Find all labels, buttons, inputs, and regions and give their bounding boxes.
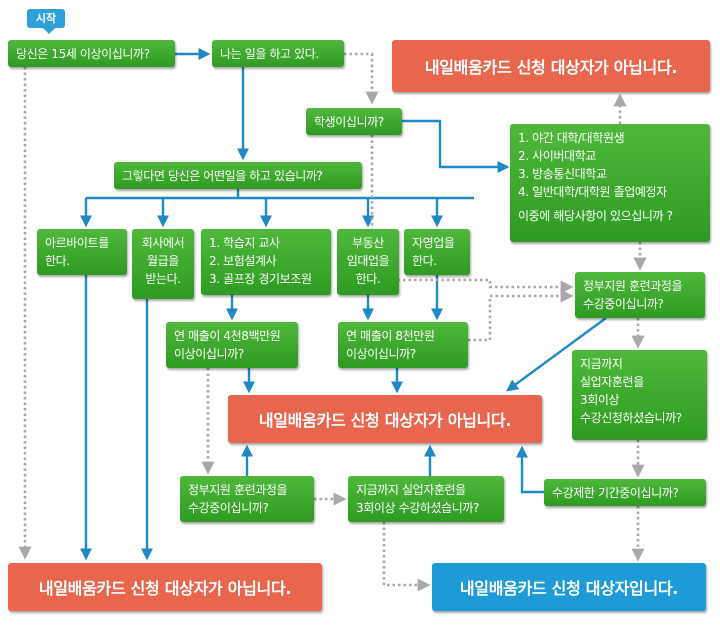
node-text-line: 2. 사이버대학교 [518,149,596,163]
result-not-eligible-bottom: 내일배움카드 신청 대상자가 아닙니다. [8,563,322,611]
arrow-student-to-trainright [370,135,574,294]
node-text-line: 연 매출이 8천만원 [346,329,435,343]
arrow-working-to-student [344,52,379,105]
statement-currently-working: 나는 일을 하고 있다. [212,40,344,67]
node-text-line: 한다. [355,272,381,286]
node-text-line: 이중에 해당사항이 있으십니까 ? [518,209,673,223]
arrow-limit-to-middle [516,445,544,494]
result-not-eligible-top: 내일배움카드 신청 대상자가 아닙니다. [392,40,710,92]
arrow-sales80-to-trainright [468,289,574,342]
node-text-line: 수강중이십니까? [188,501,269,515]
node-text-line: 아르바이트를 [45,236,109,250]
node-text-line: 나는 일을 하고 있다. [220,47,319,61]
question-restriction-period: 수강제한 기간중이십니까? [544,479,706,506]
node-text-line: 그렇다면 당신은 어떤일을 하고 있습니까? [122,169,323,183]
arrow-trainright-to-middle [506,317,607,392]
node-text-line: 회사에서 [141,236,185,250]
question-training-count-middle: 지금까지 실업자훈련을 3회이상 수강하셨습니까? [348,476,504,522]
question-what-job: 그렇다면 당신은 어떤일을 하고 있습니까? [114,162,362,189]
node-text-line: 수강중이십니까? [583,297,664,311]
node-text-line: 임대업을 [346,254,390,268]
node-text-line: 3회이상 수강하셨습니까? [356,501,480,515]
result-eligible: 내일배움카드 신청 대상자입니다. [432,563,706,611]
node-text-line: 수강신청하셨습니까? [580,411,682,425]
node-text-line: 2. 보험설계사 [209,254,277,268]
node-text-line: 3회이상 [580,393,620,407]
node-text-line: 당신은 15세 이상이십니까? [16,47,150,61]
arrow-student-to-list [402,119,510,173]
node-text-line: 한다. [45,254,70,268]
node-text-line: 한다. [412,254,437,268]
question-student-categories: 1. 야간 대학/대학원생 2. 사이버대학교 3. 방송통신대학교 4. 일반대학/… [510,124,710,242]
question-is-student: 학생이십니까? [306,108,402,135]
node-text-line: 정부지원 훈련과정을 [583,279,683,293]
node-text-line: 3. 방송통신대학교 [518,167,607,181]
node-text-line: 3. 골프장 경기보조원 [209,272,312,286]
start-badge: 시작 [27,9,65,34]
node-text-line: 4. 일반대학/대학원 졸업예정자 [518,185,667,199]
node-text-line: 받는다. [145,272,181,286]
node-text-line: 1. 학습지 교사 [209,236,280,250]
node-text-line: 연 매출이 4천8백만원 [174,329,281,343]
node-text-line: 내일배움카드 신청 대상자가 아닙니다. [38,579,292,598]
node-text-line: 자영업을 [412,236,455,250]
job-special-employment: 1. 학습지 교사 2. 보험설계사 3. 골프장 경기보조원 [201,229,331,295]
node-text-line: 이상이십니까? [346,347,416,361]
node-text-line: 내일배움카드 신청 대상자가 아닙니다. [258,411,512,430]
node-text-line: 정부지원 훈련과정을 [188,483,288,497]
result-not-eligible-middle: 내일배움카드 신청 대상자가 아닙니다. [228,395,542,443]
question-age-over-15: 당신은 15세 이상이십니까? [8,40,175,67]
node-text-line: 내일배움카드 신청 대상자입니다. [459,579,679,598]
node-text-line: 실업자훈련을 [580,375,644,389]
node-text-line: 지금까지 [580,357,623,371]
node-text-line: 학생이십니까? [314,115,384,129]
node-text-line: 내일배움카드 신청 대상자가 아닙니다. [424,58,678,77]
node-text-line: 부동산 [352,236,384,250]
node-text-line: 월급을 [147,254,179,268]
arrow-countmid-to-eligible [382,522,431,592]
node-text-line: 이상이십니까? [174,347,244,361]
node-text-line: 지금까지 실업자훈련을 [356,483,466,497]
node-text-line: 1. 야간 대학/대학원생 [518,131,625,145]
node-text-line: 수강제한 기간중이십니까? [552,486,679,500]
